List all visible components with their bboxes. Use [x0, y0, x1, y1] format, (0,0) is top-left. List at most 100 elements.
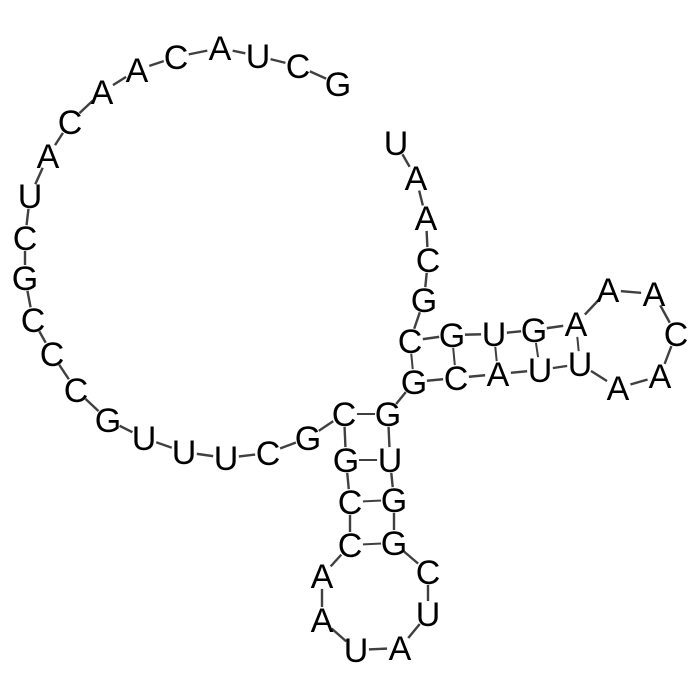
nucleotide-halo — [563, 311, 589, 337]
nucleotide-halo — [245, 43, 271, 69]
nucleotide: G — [375, 396, 401, 434]
nucleotide-halo — [35, 143, 61, 169]
nucleotide: U — [246, 38, 271, 76]
nucleotide-halo — [415, 601, 441, 627]
nucleotide: C — [58, 104, 83, 142]
nucleotide-halo — [415, 247, 441, 273]
nucleotide: U — [344, 632, 369, 670]
nucleotide: U — [568, 346, 593, 384]
nucleotide: C — [416, 242, 441, 280]
nucleotide: G — [95, 402, 121, 440]
nucleotide-halo — [397, 328, 423, 354]
nucleotide-halo — [663, 321, 689, 347]
nucleotide-halo — [605, 375, 631, 401]
nucleotide-halo — [39, 341, 65, 367]
nucleotide-halo — [131, 425, 157, 451]
nucleotide-halo — [325, 71, 351, 97]
nucleotide: A — [649, 358, 672, 396]
nucleotide: U — [18, 178, 43, 216]
nucleotide: A — [487, 356, 510, 394]
nucleotide: U — [482, 316, 507, 354]
nucleotide: C — [398, 323, 423, 361]
nucleotide-halo — [331, 401, 357, 427]
nucleotide-halo — [337, 532, 363, 558]
nucleotide-halo — [63, 377, 89, 403]
nucleotide-halo — [295, 425, 321, 451]
nucleotide: G — [381, 482, 407, 520]
nucleotide-halo — [89, 79, 115, 105]
nucleotide: G — [521, 312, 547, 350]
nucleotide-halo — [285, 53, 311, 79]
nucleotide-halo — [521, 317, 547, 343]
nucleotide: C — [286, 48, 311, 86]
nucleotide: C — [664, 316, 689, 354]
nucleotide-halo — [527, 357, 553, 383]
nucleotide-halo — [171, 439, 197, 465]
nucleotide-halo — [333, 447, 359, 473]
nucleotide: C — [21, 302, 46, 340]
nucleotide-halo — [95, 407, 121, 433]
nucleotide-halo — [213, 445, 239, 471]
nucleotide-halo — [57, 109, 83, 135]
nucleotide: G — [333, 442, 359, 480]
nucleotide: U — [416, 596, 441, 634]
nucleotide-halo — [381, 487, 407, 513]
nucleotide: A — [607, 370, 630, 408]
nucleotide-halo — [439, 322, 465, 348]
nucleotide: U — [378, 442, 403, 480]
nucleotide: C — [338, 484, 363, 522]
nucleotide: A — [405, 160, 428, 198]
nucleotide-halo — [415, 559, 441, 585]
nucleotide-halo — [163, 44, 189, 70]
nucleotide-halo — [383, 130, 409, 156]
nucleotide-halo — [401, 369, 427, 395]
nucleotide-halo — [641, 281, 667, 307]
nucleotide: A — [415, 200, 438, 238]
nucleotide: C — [332, 396, 357, 434]
nucleotide-halo — [413, 205, 439, 231]
nucleotide: A — [37, 138, 60, 176]
nucleotide-halo — [381, 530, 407, 556]
nucleotide-halo — [595, 277, 621, 303]
nucleotide: C — [13, 220, 38, 258]
nucleotide: U — [172, 434, 197, 472]
nucleotide: U — [528, 352, 553, 390]
nucleotide: G — [325, 66, 351, 104]
nucleotide: U — [384, 125, 409, 163]
nucleotide: G — [401, 364, 427, 402]
nucleotide: G — [411, 282, 437, 320]
nucleotide: C — [416, 554, 441, 592]
nucleotide-halo — [377, 447, 403, 473]
nucleotide: U — [132, 420, 157, 458]
nucleotide-halo — [20, 307, 46, 333]
nucleotide: C — [444, 360, 469, 398]
nucleotide-halo — [567, 351, 593, 377]
nucleotide: C — [64, 372, 89, 410]
nucleotide-halo — [12, 225, 38, 251]
nucleotide-halo — [443, 365, 469, 391]
nucleotide-halo — [309, 607, 335, 633]
nucleotide: C — [256, 435, 281, 473]
nucleotide: C — [164, 39, 189, 77]
nucleotide-halo — [375, 401, 401, 427]
nucleotide: A — [643, 276, 666, 314]
nucleotide-halo — [481, 321, 507, 347]
nucleotide: G — [12, 260, 38, 298]
nucleotide: A — [389, 630, 412, 668]
nucleotide: C — [40, 336, 65, 374]
nucleotide: A — [597, 272, 620, 310]
nucleotide: U — [214, 440, 239, 478]
nucleotide-halo — [485, 361, 511, 387]
nucleotide: G — [439, 317, 465, 355]
nucleotide: C — [338, 527, 363, 565]
nucleotide-halo — [343, 637, 369, 663]
nucleotide: G — [381, 525, 407, 563]
nucleotide: A — [91, 74, 114, 112]
nucleotide: G — [295, 420, 321, 458]
nucleotide: A — [311, 602, 334, 640]
nucleotide-halo — [124, 57, 150, 83]
nucleotide-halo — [403, 165, 429, 191]
nucleotide: A — [126, 52, 149, 90]
